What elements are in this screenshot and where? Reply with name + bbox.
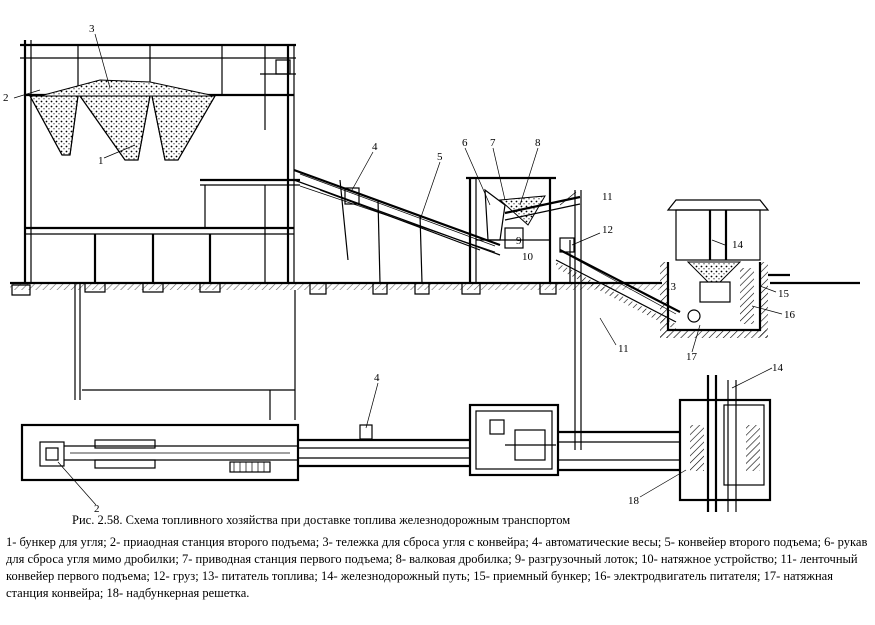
callout-labels: 1 2 3 4 5 6 7 8 9 10 11 12 13 14 15 16 1… (3, 23, 796, 512)
label-1: 1 (98, 155, 104, 167)
label-16: 16 (784, 309, 796, 321)
label-9: 9 (516, 235, 522, 247)
elevation-view (10, 40, 860, 340)
label-6: 6 (462, 137, 468, 149)
label-4-plan: 4 (374, 372, 380, 384)
fuel-handling-scheme: 1 2 3 4 5 6 7 8 9 10 11 12 13 14 15 16 1… (3, 23, 860, 512)
label-15: 15 (778, 288, 790, 300)
label-4: 4 (372, 141, 378, 153)
label-12: 12 (602, 224, 613, 236)
label-11: 11 (602, 191, 613, 203)
figure-legend: 1- бункер для угля; 2- приаодная станция… (6, 535, 868, 600)
receiving-pit (660, 199, 790, 338)
label-7: 7 (490, 137, 496, 149)
second-lift-conveyor (293, 168, 501, 295)
label-2: 2 (3, 92, 9, 104)
figure-caption: Рис. 2.58. Схема топливного хозяйства пр… (72, 513, 571, 527)
label-10: 10 (522, 251, 534, 263)
label-13: 13 (665, 281, 677, 293)
label-2-plan: 2 (94, 503, 100, 512)
label-18: 18 (628, 495, 640, 507)
crusher-building (461, 176, 581, 295)
plan-view (20, 375, 772, 512)
first-lift-conveyor (555, 190, 681, 340)
label-11-plan: 11 (618, 343, 629, 355)
label-17: 17 (686, 351, 698, 363)
label-5: 5 (437, 151, 443, 163)
bunker-building (11, 40, 300, 296)
label-3: 3 (89, 23, 95, 35)
label-8: 8 (535, 137, 541, 149)
leader-lines (13, 33, 783, 506)
label-14-plan: 14 (772, 362, 784, 374)
label-14: 14 (732, 239, 744, 251)
